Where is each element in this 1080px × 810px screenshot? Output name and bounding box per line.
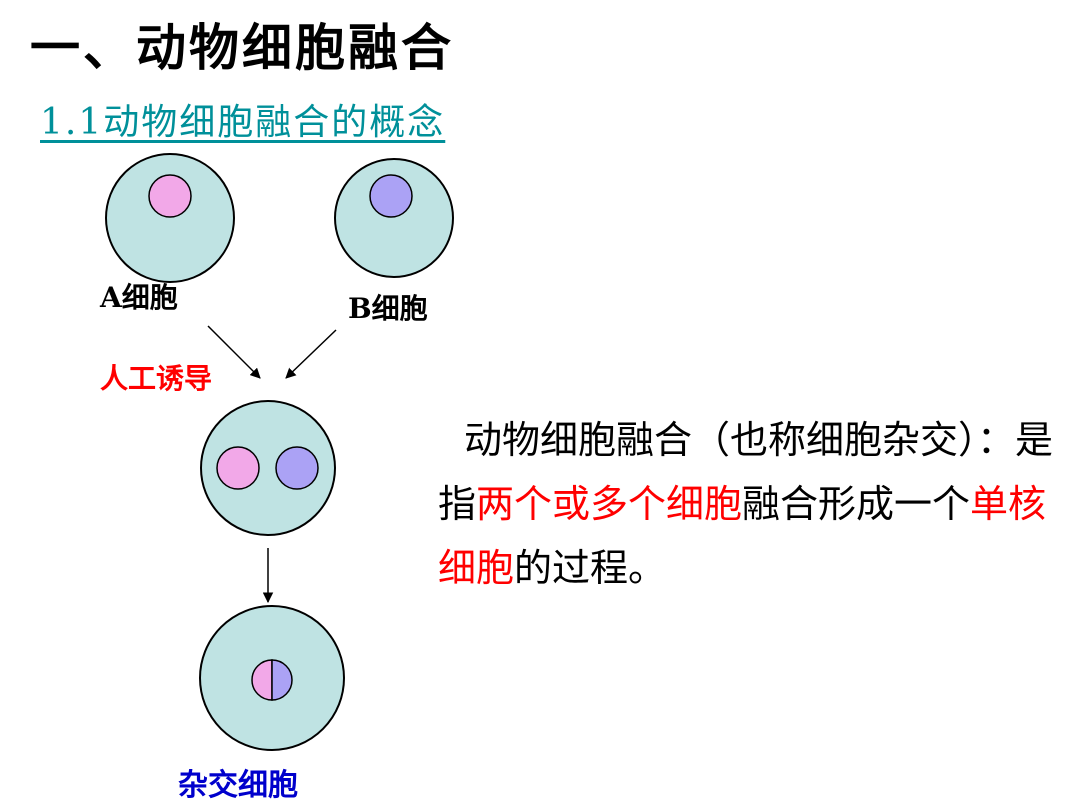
cell-a-body — [105, 153, 235, 283]
cell-b-label: B细胞 — [348, 292, 428, 325]
definition-highlight-mononuclear: 单核细胞 — [438, 482, 1047, 590]
slide-title: 一、动物细胞融合 — [30, 18, 454, 77]
fusing-nucleus-b — [275, 446, 319, 490]
definition-part-2: 融合形成一个 — [742, 482, 971, 526]
arrow-from-cell-b — [285, 329, 337, 379]
cell-a — [105, 153, 235, 283]
slide-subtitle: 1.1动物细胞融合的概念 — [40, 102, 446, 143]
arrow-from-cell-a — [207, 325, 261, 379]
cell-b-nucleus — [369, 174, 413, 218]
fusing-nucleus-a — [216, 446, 260, 490]
cell-a-nucleus — [148, 174, 192, 218]
induction-label: 人工诱导 — [100, 362, 212, 395]
cell-b — [334, 158, 454, 278]
cell-b-body — [334, 158, 454, 278]
definition-part-1: 动物细胞融合（也称细胞杂交）：是指 — [438, 418, 1054, 526]
hybrid-cell — [199, 605, 345, 751]
hybrid-nucleus-left — [251, 659, 273, 701]
definition-highlight-cells: 两个或多个细胞 — [476, 482, 743, 526]
hybrid-nucleus-right — [271, 659, 293, 701]
definition-part-3: 的过程。 — [514, 546, 667, 590]
fusing-cell-body — [200, 400, 336, 536]
hybrid-cell-label: 杂交细胞 — [178, 768, 298, 803]
cell-a-label: A细胞 — [99, 281, 178, 314]
fusing-cell — [200, 400, 336, 536]
definition-text: 动物细胞融合（也称细胞杂交）：是指两个或多个细胞融合形成一个单核细胞的过程。 — [438, 408, 1074, 600]
